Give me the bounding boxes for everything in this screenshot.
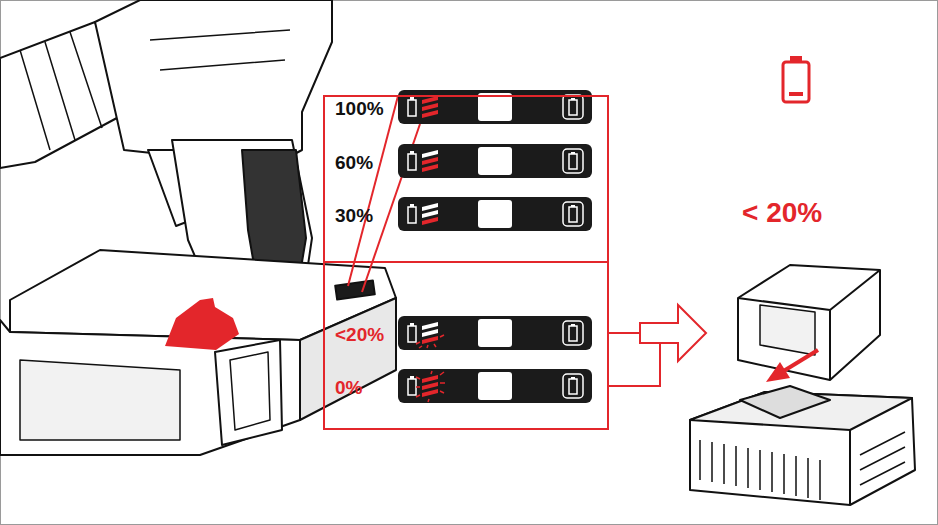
indicator-panel [398,144,592,178]
indicator-group-box: <20% 0% [323,261,609,430]
level-label: < 20% [742,196,822,230]
charge-level-text: 0% [335,376,362,400]
charge-level-text: 30% [335,204,373,228]
indicator-panel [398,90,592,124]
low-battery-icon [783,56,809,102]
charge-level-text: <20% [335,323,384,347]
charger-slot [740,386,830,418]
battery-pack [0,320,300,455]
indicator-panel [398,369,592,403]
charger-illustration [690,265,915,505]
indicator-panel [398,197,592,231]
drill-illustration [0,0,396,455]
indicator-panel [398,316,592,350]
indicator-group-box: 100% 60% 30% [323,95,609,263]
charge-level-text: 100% [335,97,384,121]
pressing-hand [165,298,239,350]
charge-level-text: 60% [335,151,373,175]
insert-arrow [766,350,818,382]
battery-pack [738,265,880,380]
belt-clip [215,340,282,445]
gauge-button [335,280,375,299]
flow-arrow [609,305,706,386]
